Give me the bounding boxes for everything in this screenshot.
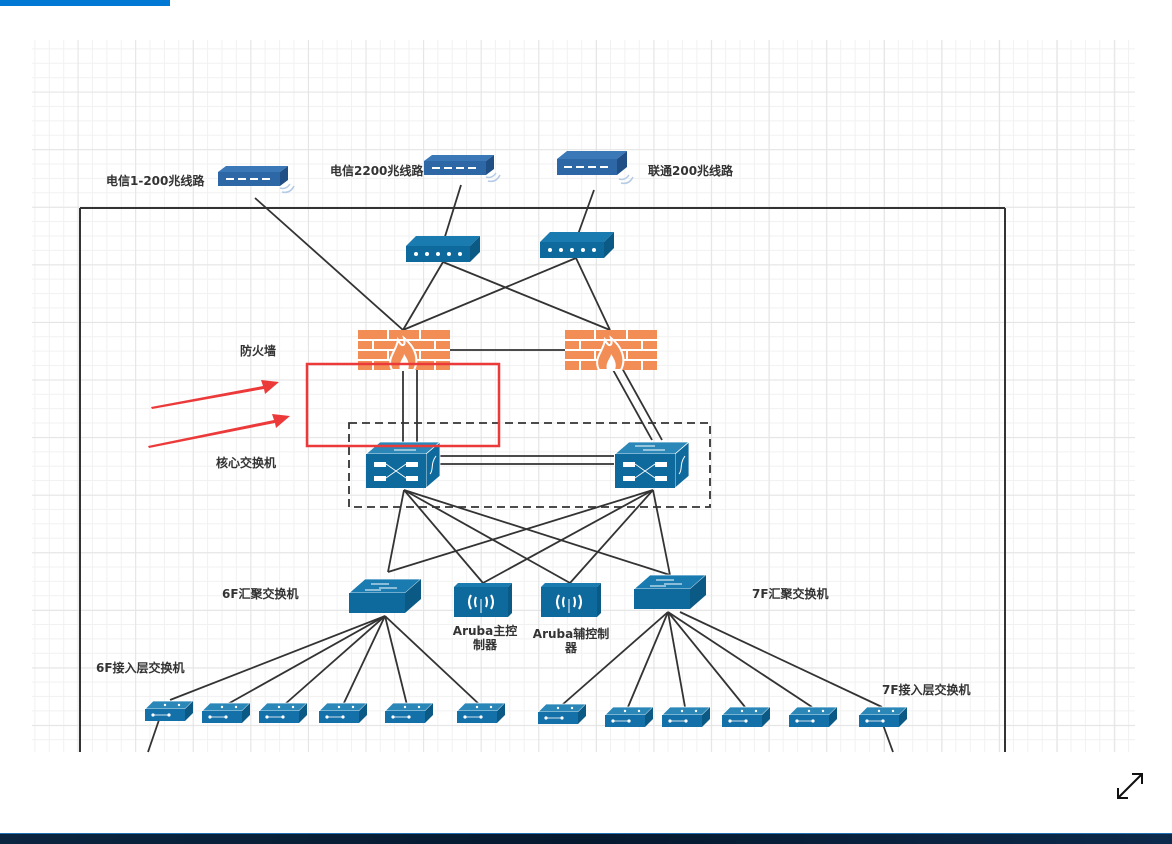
- access-switch-6f-2[interactable]: [201, 702, 251, 724]
- aruba-slave-controller[interactable]: [541, 583, 601, 617]
- access-switch-7f-4[interactable]: [721, 706, 771, 728]
- link-fw2-core2-a: [611, 367, 653, 441]
- link-router1-firewall1: [402, 261, 444, 331]
- access-switch-6f-5[interactable]: [384, 702, 434, 724]
- top-accent-bar: [0, 0, 170, 6]
- expand-button[interactable]: [1114, 770, 1146, 802]
- label-aruba-master: Aruba主控制器: [452, 624, 518, 652]
- isp-modem-2[interactable]: [424, 155, 501, 183]
- agg-switch-7f[interactable]: [632, 574, 708, 609]
- label-access-7f: 7F接入层交换机: [882, 683, 971, 697]
- connections: [147, 184, 894, 753]
- access-switches-6f: [144, 700, 506, 724]
- isp-modem-1[interactable]: [218, 166, 295, 194]
- label-aruba-slave: Aruba辅控制器: [532, 627, 610, 655]
- access-switches-7f: [537, 703, 908, 728]
- label-core-switch: 核心交换机: [216, 456, 277, 470]
- label-agg-7f: 7F汇聚交换机: [752, 587, 829, 601]
- building-frame: [79, 207, 1006, 752]
- label-access-6f: 6F接入层交换机: [96, 661, 185, 675]
- router-1[interactable]: [406, 236, 480, 262]
- link-router2-firewall2: [575, 257, 611, 331]
- link-isp1-firewall1: [254, 197, 404, 331]
- bottom-taskbar: [0, 833, 1172, 844]
- highlight-box: [305, 362, 501, 448]
- label-agg-6f: 6F汇聚交换机: [222, 587, 299, 601]
- access-switch-7f-3[interactable]: [661, 706, 711, 728]
- access-switch-6f-3[interactable]: [258, 702, 308, 724]
- link-isp2-router1: [442, 184, 462, 244]
- annotation-arrows: [148, 380, 290, 448]
- label-isp1: 电信1-200兆线路: [106, 174, 205, 188]
- access-switch-6f-4[interactable]: [318, 702, 368, 724]
- firewall-2[interactable]: [565, 330, 657, 371]
- access-switch-7f-5[interactable]: [788, 706, 838, 728]
- red-arrow-icon: [148, 414, 290, 448]
- expand-diagonal-icon: [1117, 773, 1143, 799]
- core-switch-group-box: [348, 422, 711, 508]
- label-isp2: 电信2200兆线路: [330, 164, 424, 178]
- access-switch-6f-6[interactable]: [456, 702, 506, 724]
- access-switch-7f-1[interactable]: [537, 703, 587, 725]
- core-switch-1[interactable]: [364, 441, 442, 489]
- aruba-master-controller[interactable]: [454, 583, 512, 617]
- label-firewall: 防火墙: [240, 344, 277, 358]
- core-switch-2[interactable]: [613, 441, 691, 489]
- router-2[interactable]: [540, 232, 614, 258]
- access-switch-7f-2[interactable]: [604, 706, 654, 728]
- link-router1-firewall2: [442, 261, 611, 331]
- link-fw2-core2-b: [621, 367, 663, 441]
- link-router2-firewall1: [402, 257, 577, 331]
- isp-modem-3[interactable]: [557, 151, 634, 185]
- agg-switch-6f[interactable]: [347, 578, 423, 613]
- access-switch-6f-1[interactable]: [144, 700, 194, 722]
- link-isp3-router2: [575, 189, 595, 241]
- red-arrow-icon: [151, 380, 279, 409]
- access-switch-7f-6[interactable]: [858, 706, 908, 728]
- label-isp3: 联通200兆线路: [648, 164, 734, 178]
